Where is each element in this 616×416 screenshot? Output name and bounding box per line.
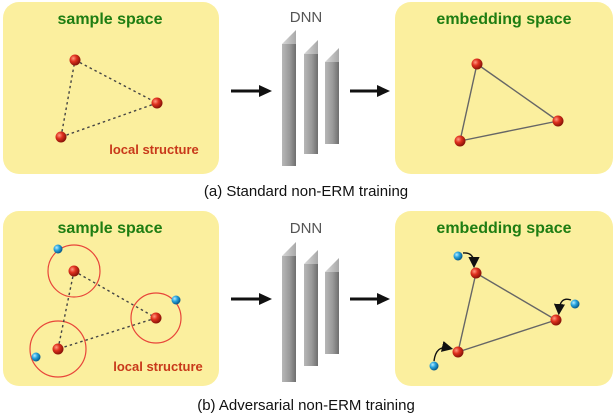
right-arrow-icon — [231, 85, 272, 97]
bottom-sample-title: sample space — [58, 220, 163, 237]
bottom-dnn-label: DNN — [290, 220, 323, 237]
bottom-caption: (b) Adversarial non-ERM training — [197, 397, 415, 414]
bottom-embedding-title: embedding space — [436, 220, 571, 237]
bottom-embedding-node-3 — [452, 346, 464, 358]
top-embedding-node-3 — [454, 135, 466, 147]
bottom-sample-node-2 — [150, 312, 162, 324]
bottom-sample-panel — [3, 211, 219, 386]
top-caption: (a) Standard non-ERM training — [204, 183, 408, 200]
top-embedding-node-2 — [552, 115, 564, 127]
bottom-local-structure-label: local structure — [113, 359, 203, 374]
right-arrow-icon — [350, 85, 390, 97]
curved-arrow-icon — [462, 252, 480, 269]
bottom-embedding-adversarial-1 — [453, 251, 463, 261]
bottom-embedding-node-2 — [550, 314, 562, 326]
bottom-sample-node-1 — [68, 265, 80, 277]
top-embedding-triangle — [459, 63, 559, 142]
top-embedding-node-1 — [471, 58, 483, 70]
top-sample-node-2 — [151, 97, 163, 109]
right-arrow-icon — [231, 293, 272, 305]
bottom-embedding-node-1 — [470, 267, 482, 279]
top-sample-panel — [3, 2, 219, 174]
top-embedding-panel — [395, 2, 613, 174]
dnn-layers-icon — [282, 30, 339, 166]
bottom-embedding-adversarial-2 — [570, 299, 580, 309]
top-sample-node-1 — [69, 54, 81, 66]
curved-arrow-icon — [433, 340, 454, 362]
bottom-embedding-triangle — [457, 272, 557, 353]
right-arrow-icon — [350, 293, 390, 305]
bottom-embedding-adversarial-3 — [429, 361, 439, 371]
top-sample-node-3 — [55, 131, 67, 143]
top-sample-triangle — [60, 59, 158, 138]
dnn-layers-icon — [282, 242, 339, 382]
top-local-structure-label: local structure — [109, 142, 199, 157]
top-sample-title: sample space — [58, 11, 163, 28]
curved-arrow-icon — [553, 298, 572, 316]
bottom-sample-triangle — [57, 270, 157, 350]
top-embedding-title: embedding space — [436, 11, 571, 28]
top-dnn-label: DNN — [290, 9, 323, 26]
bottom-sample-adversarial-3 — [31, 352, 41, 362]
bottom-sample-adversarial-1 — [53, 244, 63, 254]
bottom-perturbation-circles — [29, 244, 182, 378]
bottom-sample-node-3 — [52, 343, 64, 355]
bottom-embedding-panel — [395, 211, 613, 386]
bottom-sample-adversarial-2 — [171, 295, 181, 305]
